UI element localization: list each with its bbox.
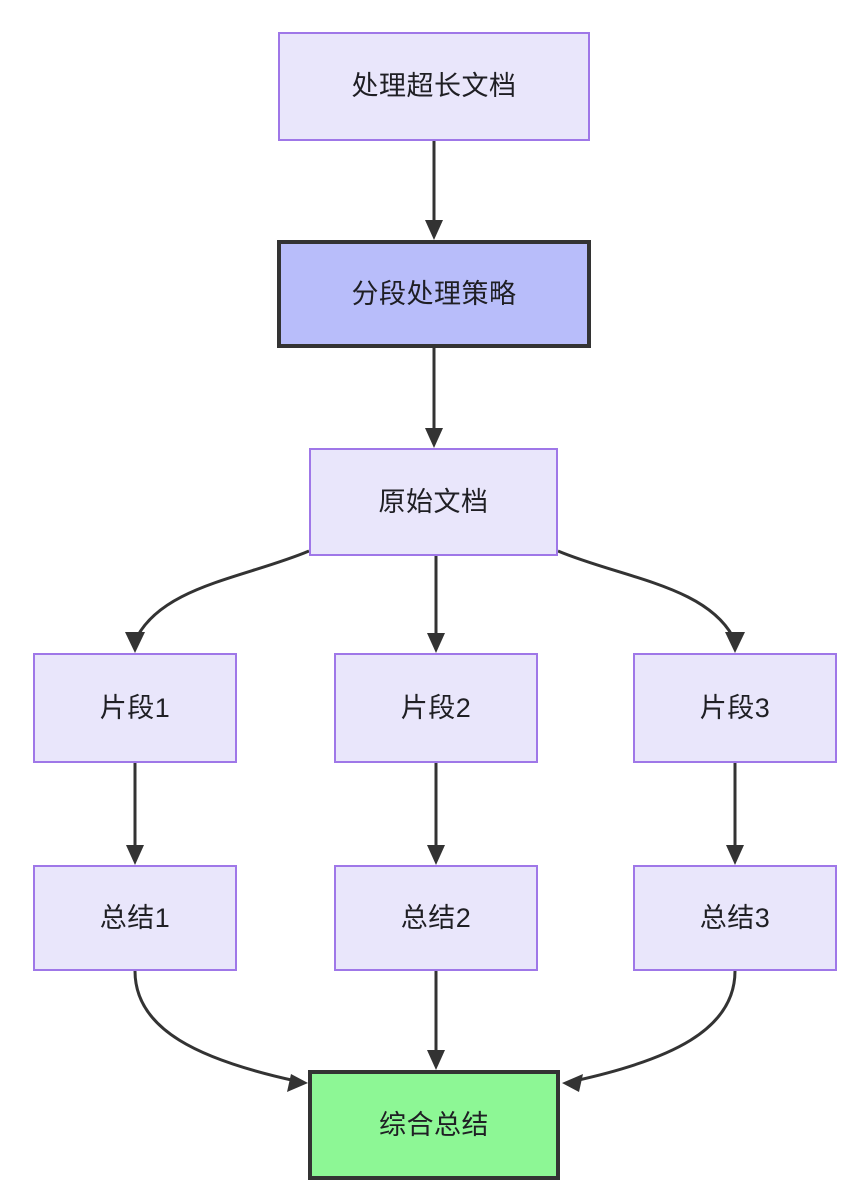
node-summary-3[interactable]: 总结3 — [633, 865, 837, 971]
node-label: 总结3 — [699, 902, 771, 933]
node-label: 片段1 — [99, 692, 171, 723]
edge-n9-n10 — [562, 970, 737, 1092]
node-comprehensive-summary[interactable]: 综合总结 — [308, 1070, 560, 1180]
edge-n5-n8 — [427, 763, 445, 865]
edge-n2-n3 — [425, 348, 443, 448]
edge-n6-n9 — [726, 763, 744, 865]
node-label: 总结2 — [400, 902, 472, 933]
node-label: 片段3 — [699, 692, 771, 723]
node-label: 综合总结 — [379, 1109, 489, 1140]
edge-n4-n7 — [126, 763, 144, 865]
node-label: 总结1 — [99, 902, 171, 933]
node-summary-1[interactable]: 总结1 — [33, 865, 237, 971]
node-fragment-2[interactable]: 片段2 — [334, 653, 538, 763]
node-fragment-3[interactable]: 片段3 — [633, 653, 837, 763]
edge-n8-n10 — [427, 971, 445, 1070]
edge-n3-n6 — [557, 549, 745, 653]
edge-n3-n4 — [125, 549, 310, 653]
edge-n3-n5 — [427, 556, 445, 653]
node-chunking-strategy[interactable]: 分段处理策略 — [277, 240, 591, 348]
node-label: 处理超长文档 — [351, 71, 517, 102]
node-label: 片段2 — [400, 692, 472, 723]
edge-n7-n10 — [133, 970, 308, 1092]
node-label: 分段处理策略 — [351, 278, 517, 309]
node-fragment-1[interactable]: 片段1 — [33, 653, 237, 763]
node-original-document[interactable]: 原始文档 — [309, 448, 558, 556]
edge-n1-n2 — [425, 141, 443, 240]
node-process-long-document[interactable]: 处理超长文档 — [278, 32, 590, 141]
node-label: 原始文档 — [378, 486, 489, 517]
node-summary-2[interactable]: 总结2 — [334, 865, 538, 971]
